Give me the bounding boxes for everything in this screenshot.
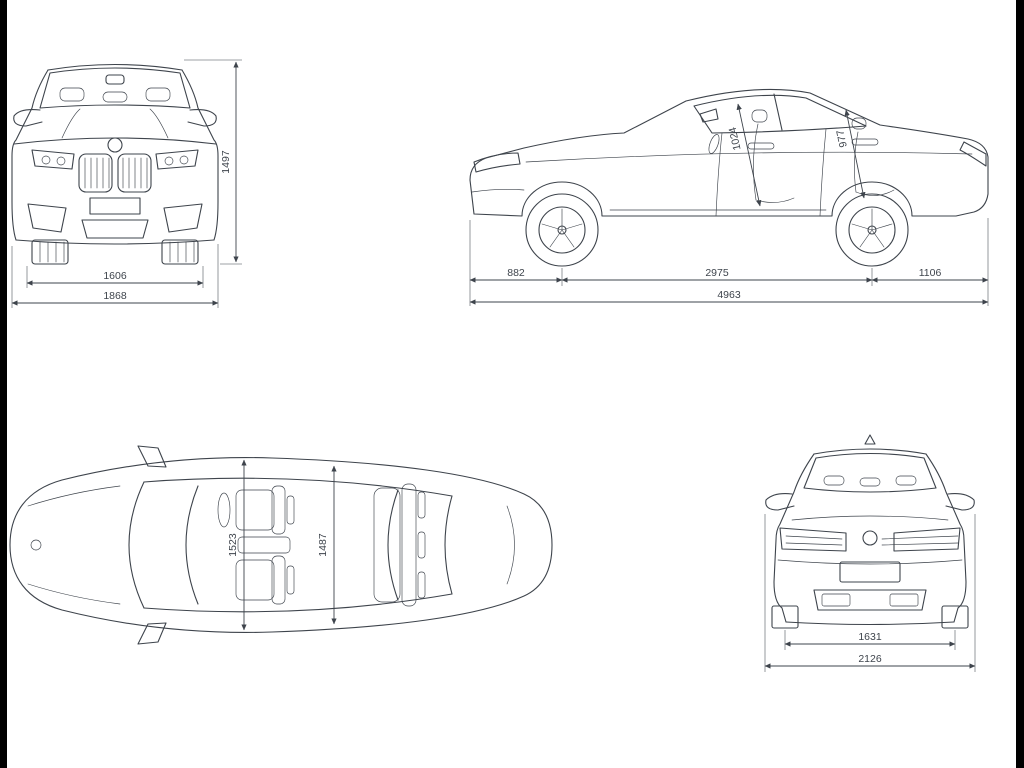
- rear-bench-seat: [373, 483, 426, 607]
- side-mirror: [699, 108, 719, 123]
- dim-label-front-track: 1606: [103, 270, 127, 282]
- dim-label-overall-length: 4963: [717, 289, 741, 301]
- rear-view-dimensions: 1631 2126: [764, 514, 976, 672]
- rear-left-mirror: [765, 493, 795, 511]
- left-exhaust: [821, 593, 851, 607]
- right-letterbox-bar: [1016, 0, 1024, 768]
- rear-view: 1631 2126: [752, 432, 1008, 682]
- side-car-outline: [469, 88, 989, 267]
- dim-label-front-overhang: 882: [507, 267, 525, 279]
- front-view-drawing: 1497 1606 1868: [11, 59, 242, 308]
- passenger-seat: [235, 555, 295, 605]
- rear-car-outline: [765, 434, 975, 629]
- dim-label-wheelbase: 2975: [705, 267, 729, 279]
- top-view: 1523 1487: [2, 420, 562, 670]
- center-console: [237, 536, 291, 554]
- front-left-wheel: [31, 239, 69, 265]
- dim-label-rear-overhang: 1106: [919, 267, 942, 279]
- rear-window: [803, 452, 937, 493]
- rear-license-plate: [839, 561, 901, 583]
- rear-diffuser: [813, 589, 927, 611]
- left-headlight: [31, 149, 75, 170]
- rear-view-drawing: 1631 2126: [764, 434, 976, 672]
- left-side-mirror: [13, 109, 43, 127]
- side-view: 1024 977 882 2975 1106 4963: [460, 40, 1005, 308]
- driver-seat: [235, 485, 295, 535]
- top-car-outline: [9, 445, 553, 645]
- top-view-dimensions: 1523 1487: [227, 459, 337, 631]
- side-view-dimensions: 1024 977 882 2975 1106 4963: [469, 103, 989, 306]
- bmw-roundel-icon: [107, 137, 123, 153]
- top-view-drawing: 1523 1487: [9, 445, 553, 645]
- windshield-base: [128, 481, 145, 609]
- side-windows: [693, 94, 867, 134]
- left-letterbox-bar: [0, 0, 7, 768]
- dim-label-interior-height-front: 1024: [727, 126, 744, 152]
- front-door-handle: [747, 142, 775, 150]
- kidney-grille-left: [78, 153, 113, 193]
- dim-label-interior-width-rear: 1487: [317, 533, 329, 557]
- steering-wheel-icon: [708, 134, 720, 154]
- top-left-mirror: [137, 445, 167, 468]
- headlight: [473, 152, 521, 173]
- rear-right-wheel: [941, 605, 969, 629]
- rear-right-mirror: [945, 493, 975, 511]
- right-exhaust: [889, 593, 919, 607]
- top-right-mirror: [137, 622, 167, 645]
- bmw-roundel-icon-top: [30, 539, 42, 551]
- front-wheel: [525, 193, 599, 267]
- dim-label-overall-width: 1868: [103, 290, 127, 302]
- dim-label-interior-width-front: 1523: [227, 533, 239, 557]
- right-headlight: [155, 149, 199, 170]
- rear-wheel: [835, 193, 909, 267]
- rear-window-base: [444, 495, 453, 595]
- left-taillight: [779, 527, 847, 552]
- kidney-grille-right: [117, 153, 152, 193]
- right-taillight: [893, 527, 961, 552]
- front-view: 1497 1606 1868: [2, 52, 252, 310]
- rearview-mirror-icon: [105, 74, 125, 85]
- bmw-roundel-icon-rear: [862, 530, 878, 546]
- taillight: [959, 141, 987, 167]
- antenna-fin-icon: [864, 434, 876, 445]
- front-car-outline: [11, 63, 219, 265]
- side-view-drawing: 1024 977 882 2975 1106 4963: [469, 88, 989, 306]
- steering-wheel-icon-top: [217, 492, 231, 528]
- rear-left-wheel: [771, 605, 799, 629]
- dim-label-rear-track: 1631: [858, 631, 882, 643]
- front-right-wheel: [161, 239, 199, 265]
- license-plate: [89, 197, 141, 215]
- front-view-dimensions: 1497 1606 1868: [11, 59, 242, 308]
- right-side-mirror: [187, 109, 217, 127]
- dim-label-interior-height-rear: 977: [834, 129, 849, 149]
- dim-label-width-incl-mirrors: 2126: [858, 653, 882, 665]
- dim-label-overall-height: 1497: [220, 150, 232, 174]
